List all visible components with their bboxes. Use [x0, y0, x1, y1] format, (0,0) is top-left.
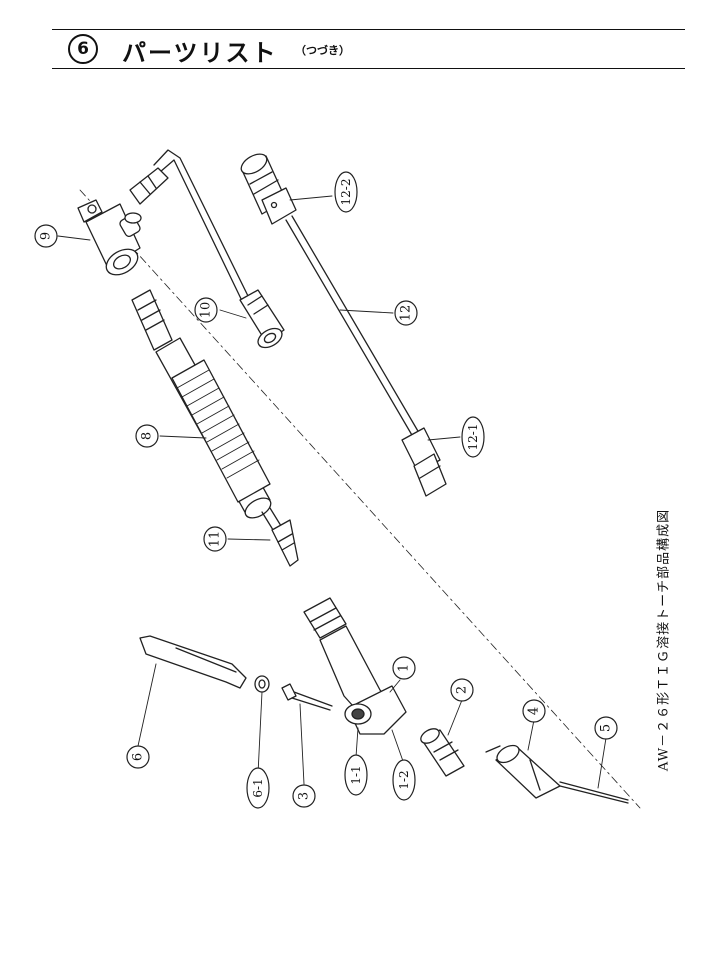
callout-2-label: 2	[455, 686, 470, 694]
callout-1-1-label: 1-1	[349, 765, 363, 784]
part-9-adapter	[77, 199, 142, 276]
callout-12-1: 12-1	[461, 416, 485, 458]
callout-1-label: 1	[397, 664, 412, 672]
section-title: パーツリスト	[122, 39, 278, 67]
callout-6-1-circle	[246, 767, 270, 809]
callout-10-label: 10	[199, 302, 214, 319]
callout-8-circle	[135, 424, 159, 448]
part-12-control-cable	[240, 153, 447, 497]
callout-6-1-label: 6-1	[251, 778, 265, 797]
part-4-back-cap	[485, 744, 561, 799]
callout-12-circle	[394, 300, 418, 326]
callout-10-circle	[194, 297, 218, 323]
part-6-nozzle	[139, 635, 247, 689]
callout-1-2: 1-2	[392, 759, 416, 801]
part-6-1-o-ring	[254, 675, 270, 693]
callout-6: 6	[126, 745, 150, 769]
section-header: 6 パーツリスト （つづき）	[52, 29, 685, 69]
callout-12-2-circle	[334, 171, 358, 213]
callout-10: 10	[194, 297, 218, 323]
callout-12-2: 12-2	[334, 171, 358, 213]
callout-1-circle	[392, 656, 416, 680]
part-1-torch-head	[303, 597, 407, 735]
callout-1-2-label: 1-2	[397, 770, 411, 789]
callout-5: 5	[594, 716, 618, 740]
part-2-collet-body	[420, 728, 465, 777]
callout-6-1: 6-1	[246, 767, 270, 809]
callout-3: 3	[292, 784, 316, 808]
callout-12-1-label: 12-1	[466, 424, 480, 451]
callout-3-label: 3	[297, 792, 312, 800]
callout-5-label: 5	[599, 724, 614, 732]
callout-4: 4	[522, 699, 546, 723]
callout-9-circle	[34, 224, 58, 248]
callout-1-1: 1-1	[344, 754, 368, 796]
callout-6-label: 6	[131, 753, 146, 761]
section-number: 6	[68, 34, 98, 64]
part-5-electrode	[559, 781, 629, 804]
callout-11: 11	[203, 526, 227, 552]
callout-8-label: 8	[140, 432, 155, 440]
callout-12-1-circle	[461, 416, 485, 458]
figure-caption-text: AW－２６形ＴＩＧ溶接トーチ部品構成図	[656, 508, 672, 772]
callout-8: 8	[135, 424, 159, 448]
callout-1: 1	[392, 656, 416, 680]
callout-12-2-label: 12-2	[339, 179, 353, 206]
part-3-collet	[281, 683, 333, 711]
callout-11-circle	[203, 526, 227, 552]
callout-12-label: 12	[399, 305, 414, 322]
callout-3-circle	[292, 784, 316, 808]
callout-4-circle	[522, 699, 546, 723]
part-10-gas-hose	[129, 149, 285, 349]
callout-9-label: 9	[39, 232, 54, 240]
callout-1-2-circle	[392, 759, 416, 801]
part-6-1-o-ring-inner	[258, 679, 266, 689]
section-subtitle: （つづき）	[295, 44, 350, 57]
callout-9: 9	[34, 224, 58, 248]
callout-2-circle	[450, 678, 474, 702]
part-8-handle	[131, 289, 272, 519]
part-11-joint	[261, 507, 299, 567]
leader-lines	[57, 195, 607, 789]
callout-2: 2	[450, 678, 474, 702]
callout-11-label: 11	[208, 531, 223, 548]
callout-4-label: 4	[527, 707, 542, 715]
callout-12: 12	[394, 300, 418, 326]
callout-1-1-circle	[344, 754, 368, 796]
callout-5-circle	[594, 716, 618, 740]
center-line	[79, 189, 641, 809]
callout-6-circle	[126, 745, 150, 769]
